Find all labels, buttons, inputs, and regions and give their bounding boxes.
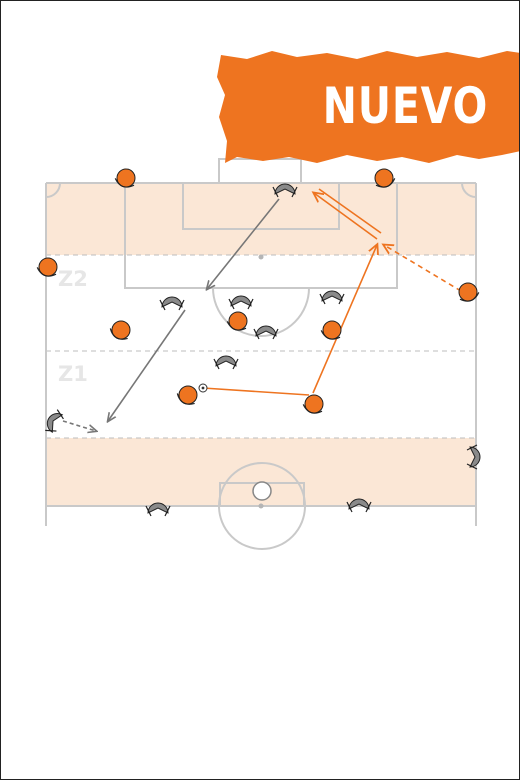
penalty-spot xyxy=(258,254,264,260)
badge-label: NUEVO xyxy=(322,77,489,135)
defending-player xyxy=(346,498,372,513)
defending-player xyxy=(213,355,239,370)
soccer-ball-icon xyxy=(198,383,208,393)
defending-player xyxy=(253,325,279,340)
attacking-player xyxy=(374,168,396,188)
defending-player xyxy=(228,295,254,310)
attacking-player xyxy=(226,311,248,331)
cone-marker xyxy=(252,481,272,501)
defending-player xyxy=(466,444,481,470)
center-spot xyxy=(258,503,264,509)
defending-player xyxy=(45,409,64,433)
new-badge: NUEVO xyxy=(217,47,519,165)
badge-torn-paper-shape xyxy=(217,51,519,163)
defending-player xyxy=(319,290,345,305)
attacking-player xyxy=(320,320,342,340)
run-arrow-2 xyxy=(384,245,462,292)
double-pass-arrow-a xyxy=(314,193,378,240)
double-pass-arrow-b xyxy=(318,188,382,234)
attacking-player xyxy=(36,257,58,277)
attacking-player xyxy=(114,168,136,188)
defending-player xyxy=(159,296,185,311)
zone-label-z1: Z1 xyxy=(58,362,88,386)
ball-path-2 xyxy=(312,245,377,394)
defending-player xyxy=(272,183,298,198)
attacking-player xyxy=(458,282,480,302)
attacking-player xyxy=(109,320,131,340)
pass-arrow-1 xyxy=(207,198,280,289)
defending-player xyxy=(145,502,171,517)
zone-label-z2: Z2 xyxy=(58,267,88,291)
top-zone-fill xyxy=(46,183,476,255)
run-arrow-1 xyxy=(62,420,96,431)
attacking-player xyxy=(302,394,324,414)
ball-path-1 xyxy=(202,387,310,396)
attacking-player xyxy=(176,385,198,405)
pass-arrow-2 xyxy=(108,309,186,421)
